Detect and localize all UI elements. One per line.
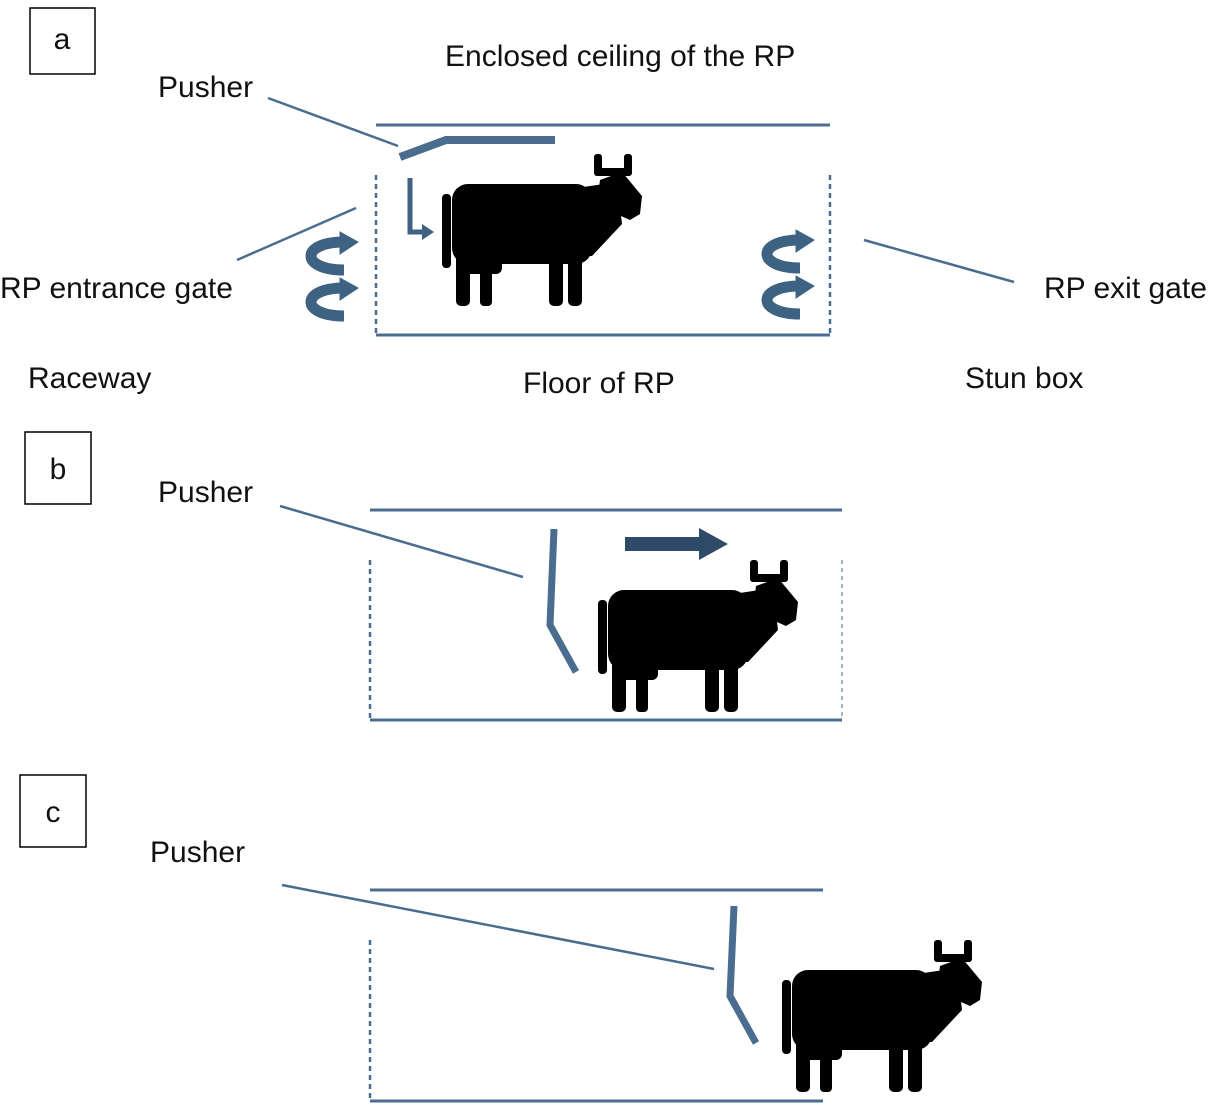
right-arrow-icon [625, 528, 728, 560]
cow-icon [782, 940, 982, 1092]
cow-icon [442, 154, 642, 306]
panel-c-letter-box [19, 774, 87, 848]
panel-a-letter-box [29, 7, 96, 75]
entrance-leader [236, 206, 357, 262]
stun-box-label: Stun box [965, 362, 1083, 395]
curved-arrow-icon [311, 278, 358, 316]
panel-b-letter-box [24, 431, 92, 505]
floor-label: Floor of RP [523, 367, 675, 400]
curved-arrow-icon [767, 230, 814, 268]
pusher-leader-c [281, 883, 715, 971]
pusher-b [546, 528, 580, 674]
raceway-label: Raceway [28, 362, 151, 395]
panel-c-letter: c [46, 796, 61, 829]
pusher-leader-a [267, 96, 399, 148]
entrance-gate-label: RP entrance gate [0, 272, 233, 305]
cow-icon [598, 560, 798, 712]
pusher-a [398, 136, 555, 161]
curved-arrow-icon [311, 232, 358, 270]
pusher-label-b: Pusher [158, 476, 253, 509]
panel-a: a Enclosed ceiling of the RP Pusher RP e… [0, 7, 1207, 400]
curved-arrow-icon [767, 276, 814, 314]
pusher-label-a: Pusher [158, 71, 253, 104]
exit-gate-label: RP exit gate [1044, 272, 1207, 305]
pusher-c [726, 905, 760, 1045]
exit-leader [863, 238, 1015, 284]
panel-c: c Pusher [19, 774, 982, 1103]
panel-b-letter: b [50, 453, 67, 486]
panel-a-letter: a [54, 23, 71, 56]
panel-b: b Pusher [24, 431, 843, 722]
ceiling-label: Enclosed ceiling of the RP [445, 40, 795, 73]
pusher-label-c: Pusher [150, 836, 245, 869]
down-arrow-icon [407, 178, 434, 240]
pusher-leader-b [279, 504, 524, 579]
